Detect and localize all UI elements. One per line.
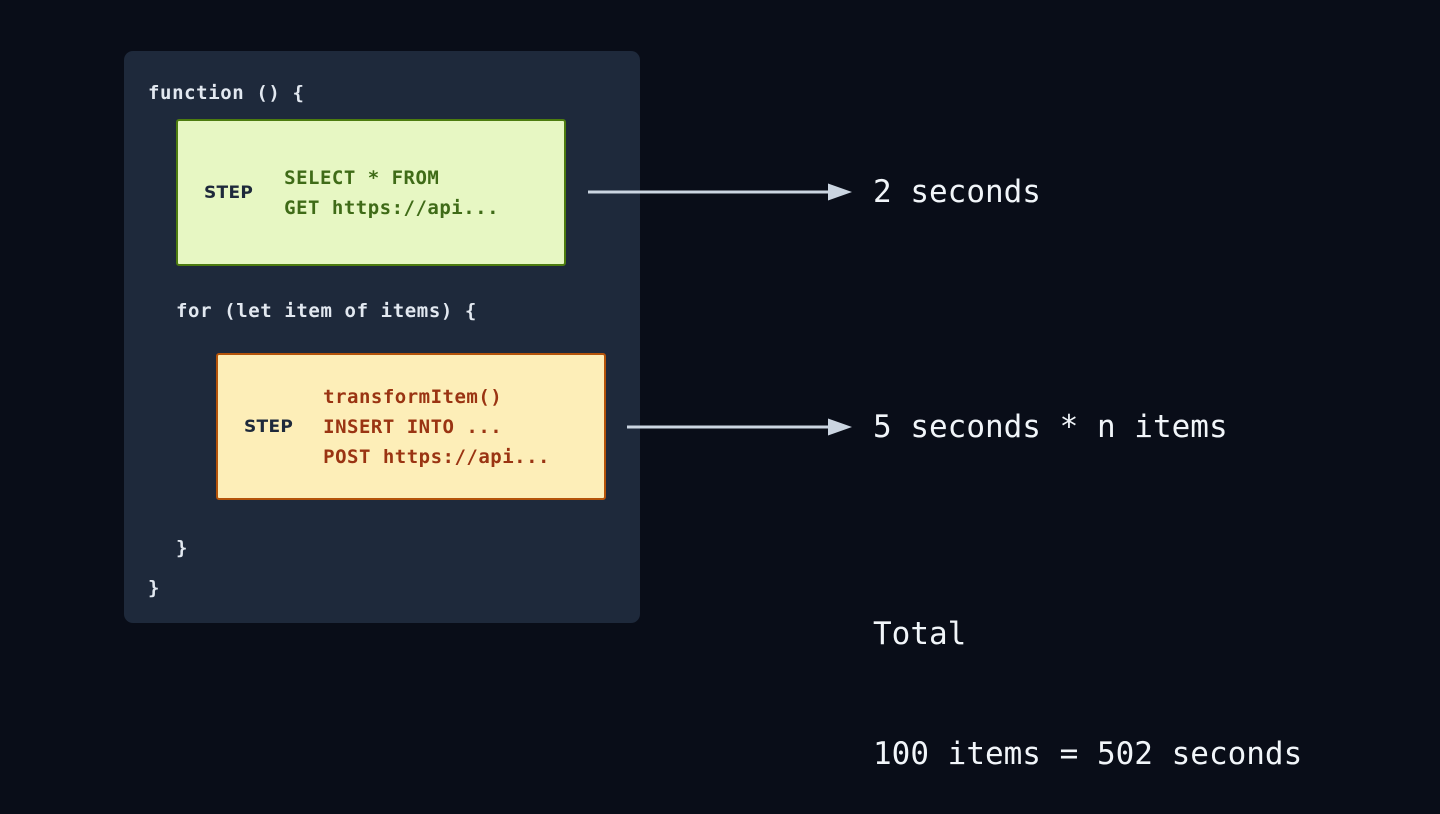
code-line-for-close: }	[176, 537, 189, 559]
code-line-for-open: for (let item of items) {	[176, 300, 477, 322]
step-code-lines: transformItem() INSERT INTO ... POST htt…	[323, 385, 550, 468]
code-panel: function () { STEP SELECT * FROM GET htt…	[124, 51, 640, 623]
total-equation: 100 items = 502 seconds	[873, 736, 1303, 772]
step-box-transform[interactable]: STEP transformItem() INSERT INTO ... POS…	[216, 353, 606, 500]
code-line-function-close: }	[148, 577, 161, 599]
step-label: STEP	[244, 416, 294, 437]
step-code-lines: SELECT * FROM GET https://api...	[284, 166, 500, 219]
total-summary: Total 100 items = 502 seconds	[873, 534, 1302, 814]
arrow-right-icon	[588, 180, 854, 204]
annotation-step-1-duration: 2 seconds	[873, 174, 1041, 210]
total-heading: Total	[873, 616, 967, 652]
arrow-right-icon	[627, 415, 854, 439]
step-label: STEP	[204, 182, 254, 203]
code-line-function-open: function () {	[148, 82, 305, 104]
annotation-step-2-duration: 5 seconds * n items	[873, 409, 1228, 445]
step-box-query[interactable]: STEP SELECT * FROM GET https://api...	[176, 119, 566, 266]
